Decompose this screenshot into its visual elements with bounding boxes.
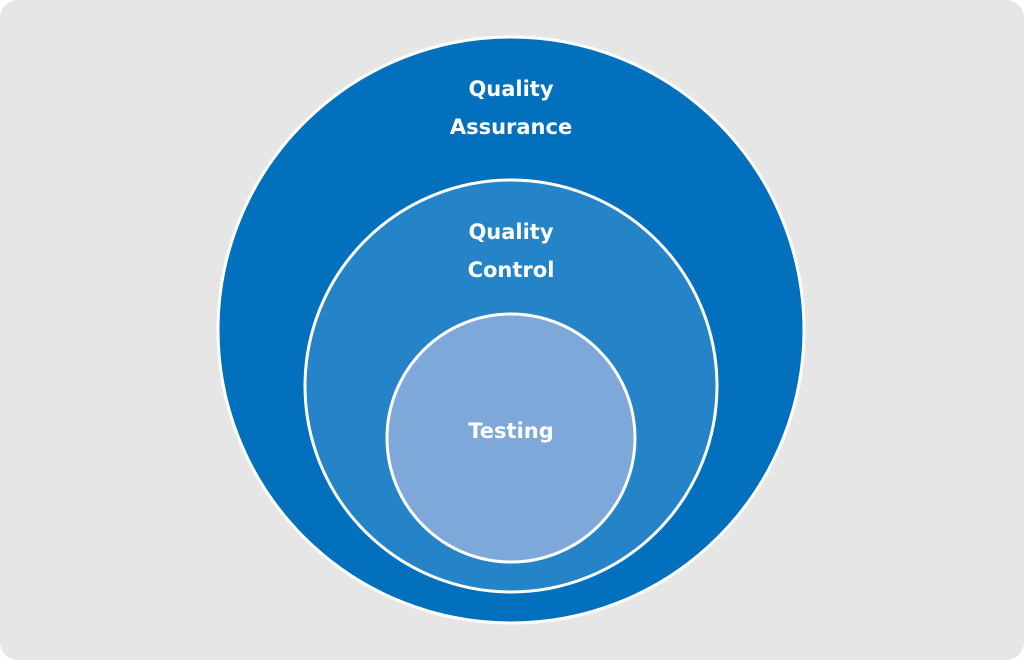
testing-circle <box>385 312 637 564</box>
quality-assurance-label-line-1: Quality <box>468 77 553 101</box>
quality-assurance-label-line-2: Assurance <box>450 115 572 139</box>
testing-label: Testing <box>468 419 554 443</box>
quality-control-label-line-1: Quality <box>468 220 553 244</box>
quality-control-label-line-2: Control <box>468 258 555 282</box>
